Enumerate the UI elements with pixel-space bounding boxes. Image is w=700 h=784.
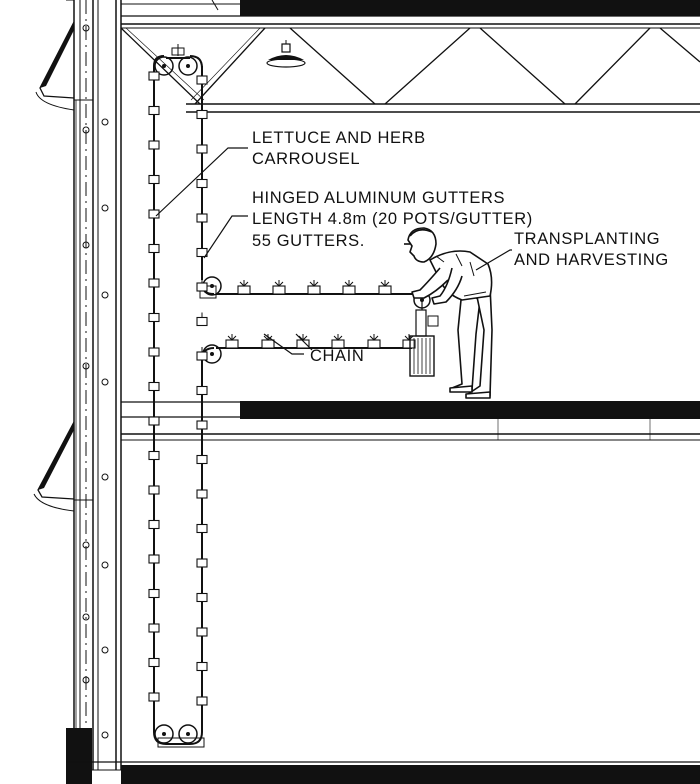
pot-icon (148, 653, 160, 668)
pot-icon (402, 334, 416, 349)
pot-icon (367, 334, 381, 349)
pot-icon (196, 623, 208, 637)
pot-icon (148, 308, 160, 323)
pot-icon (196, 140, 208, 154)
pot-icon (148, 515, 160, 530)
pot-icon (225, 334, 239, 349)
pot-icon (331, 334, 345, 349)
label-work-line2: AND HARVESTING (514, 251, 669, 269)
label-work-line1: TRANSPLANTING (514, 230, 660, 248)
pot-icon (148, 584, 160, 599)
label-gutters-line2: LENGTH 4.8m (20 POTS/GUTTER) (252, 210, 533, 228)
pot-icon (148, 170, 160, 185)
pot-icon (196, 554, 208, 568)
window-icon (35, 0, 75, 111)
pot-icon (378, 280, 392, 295)
pot-icon (196, 485, 208, 499)
pot-icon (148, 67, 160, 81)
pot-icon (342, 280, 356, 295)
carrousel-chain (153, 55, 420, 745)
column-bolts (82, 24, 109, 739)
light-fixture-icon (266, 40, 306, 68)
pot-icon (148, 343, 160, 357)
bolt (82, 241, 90, 249)
label-carrousel-line1: LETTUCE AND HERB (252, 129, 426, 147)
pot-icon (196, 450, 208, 465)
bolt (82, 676, 90, 684)
bolt (82, 126, 90, 134)
pot-icon (196, 105, 208, 120)
pot-icon (148, 101, 160, 116)
worker-figure (404, 227, 493, 399)
pot-icon (196, 209, 208, 223)
pot-icon (261, 334, 275, 349)
pot-icon (148, 550, 160, 564)
ground-slab (66, 728, 700, 784)
pot-icon (148, 274, 160, 288)
pot-icon (196, 278, 208, 292)
bolt (82, 541, 90, 549)
bolt (101, 646, 109, 654)
pot-icon (196, 519, 208, 534)
motor-icon (409, 300, 439, 377)
roof-truss (120, 0, 700, 113)
pot-icon (196, 657, 208, 672)
bolt (101, 204, 109, 212)
bolt (101, 731, 109, 739)
pot-icon (148, 446, 160, 461)
bolt (101, 378, 109, 386)
label-gutters-line1: HINGED ALUMINUM GUTTERS (252, 189, 505, 207)
sprocket-icon (154, 44, 431, 748)
bolt (101, 118, 109, 126)
label-carrousel-line2: CARROUSEL (252, 150, 360, 168)
pot-icon (272, 280, 286, 295)
pot-icon (196, 71, 208, 85)
pot-icon (196, 347, 208, 361)
pot-icon (148, 377, 160, 392)
floor-slab (121, 401, 700, 441)
pot-icon (237, 280, 251, 295)
pot-icon (148, 136, 160, 150)
pot-icon (307, 280, 321, 295)
pot-icon (296, 334, 310, 349)
annotation-labels: LETTUCE AND HERB CARROUSEL HINGED ALUMIN… (252, 129, 669, 365)
pot-icon (196, 588, 208, 603)
bolt (82, 24, 90, 32)
pot-icon (148, 412, 160, 426)
label-chain: CHAIN (310, 347, 364, 365)
pot-icon (148, 688, 160, 702)
building-wall (73, 0, 122, 770)
label-gutters-line3: 55 GUTTERS. (252, 232, 365, 250)
pot-icon (148, 481, 160, 495)
pot-icon (196, 416, 208, 430)
pot-icon (196, 243, 208, 258)
leader-lines (155, 147, 512, 355)
bolt (101, 473, 109, 481)
bolt (101, 291, 109, 299)
pot-icon (148, 239, 160, 254)
pot-icon (196, 174, 208, 189)
bolt (82, 362, 90, 370)
pot-icon (148, 619, 160, 633)
window-icon (33, 421, 75, 512)
pot-icon (196, 692, 208, 706)
pot-icon (196, 381, 208, 396)
bolt (82, 613, 90, 621)
pot-icon (148, 205, 160, 219)
pot-icon (196, 312, 208, 327)
bolt (101, 561, 109, 569)
gutter-pots (148, 67, 416, 706)
